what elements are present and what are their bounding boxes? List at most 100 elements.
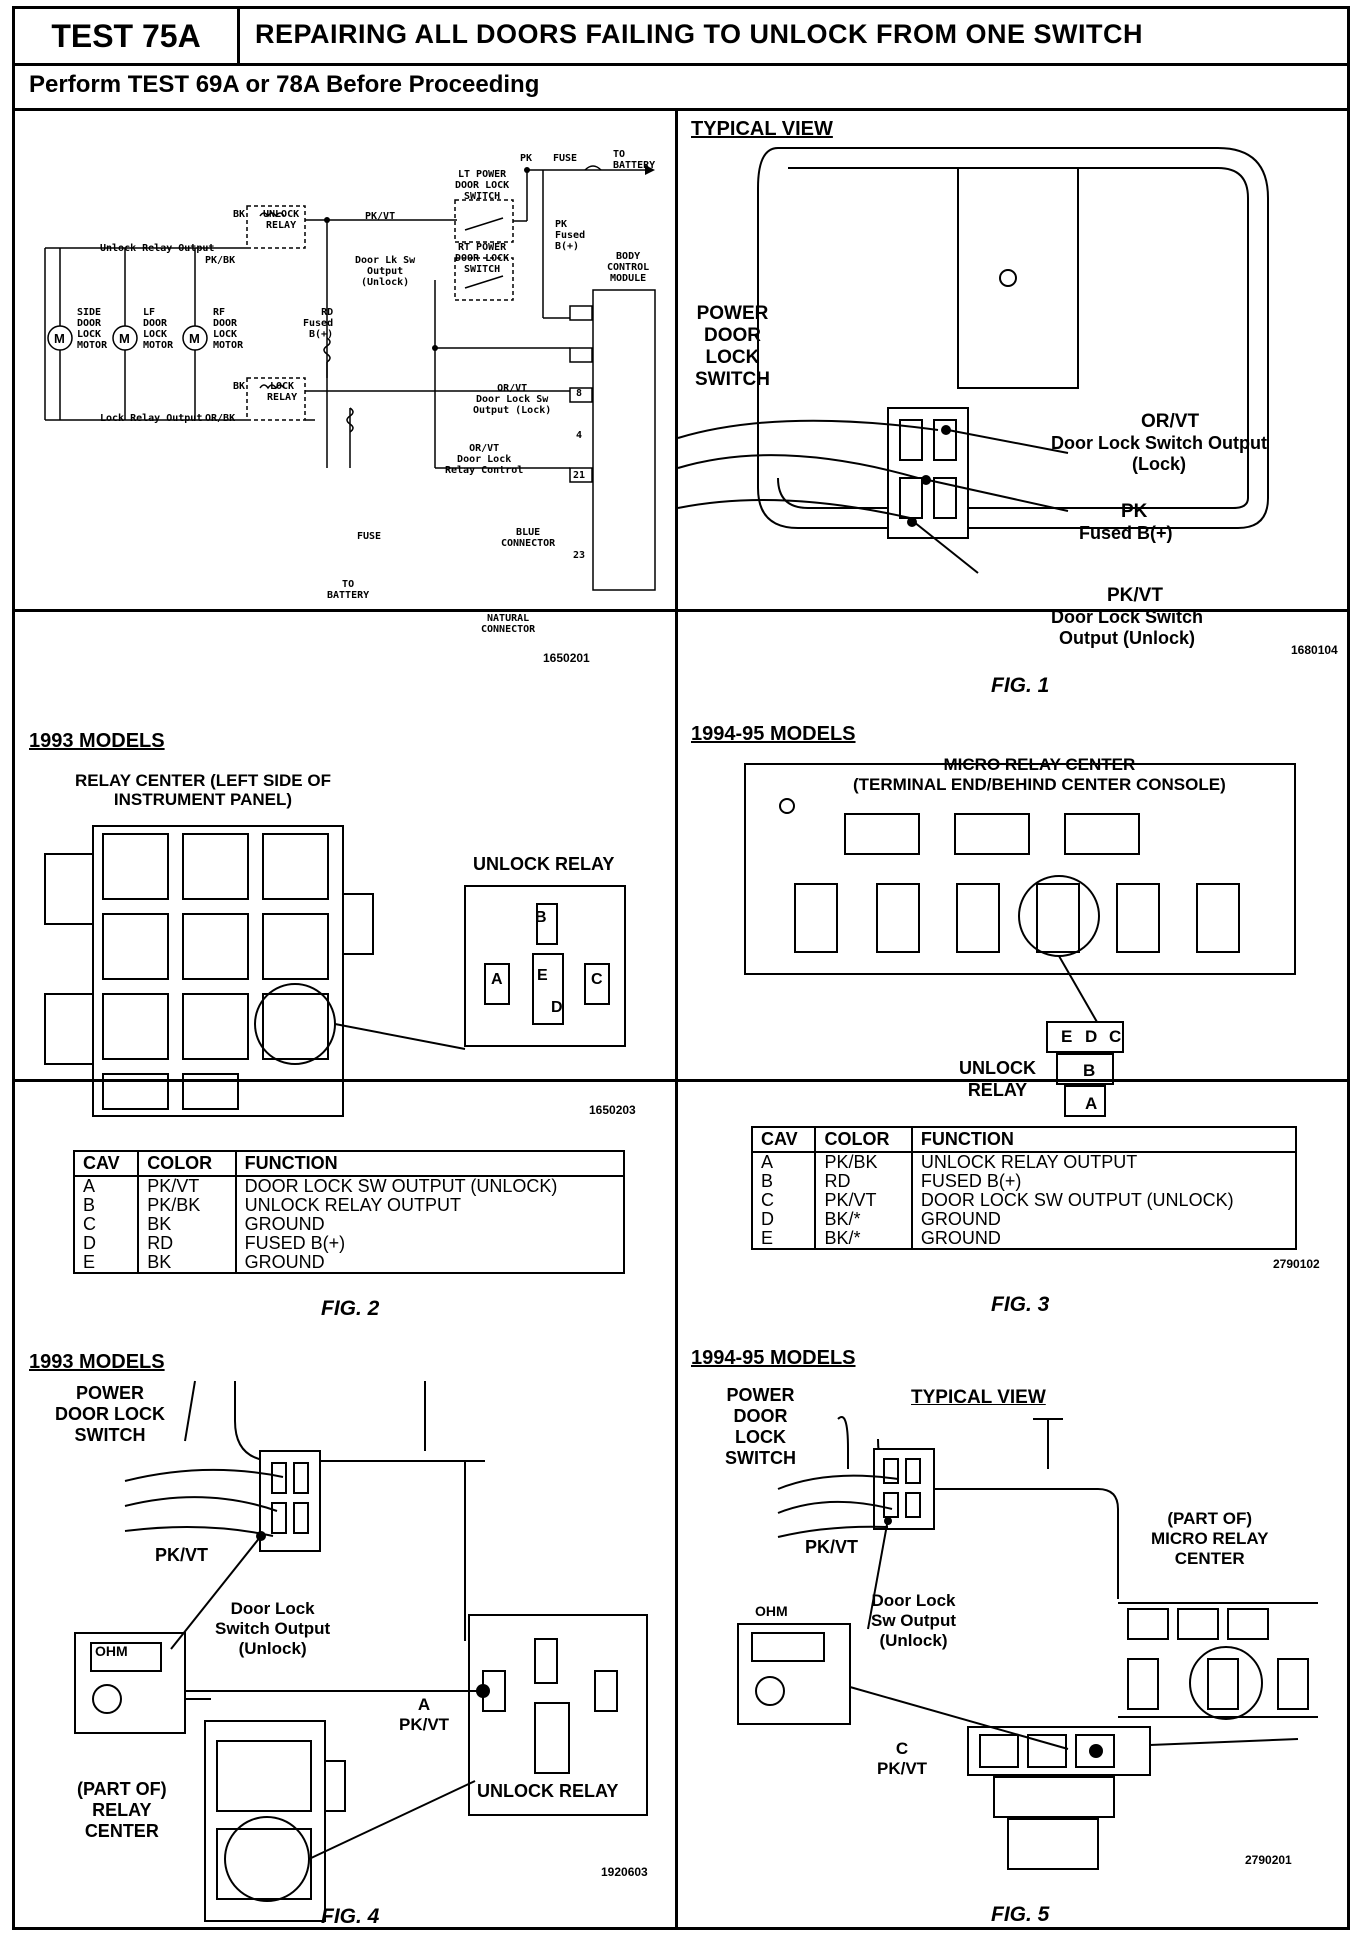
fig3-th-function: FUNCTION <box>910 1126 1298 1153</box>
fig5-drawing <box>737 1416 1318 1870</box>
door-lk-sw-output-label: Door Lk Sw Output (Unlock) <box>355 255 416 288</box>
fig2-relay-center-label: RELAY CENTER (LEFT SIDE OF INSTRUMENT PA… <box>75 771 331 809</box>
function-cell: FUSED B(+) <box>910 1172 1298 1191</box>
rd-fused-label: RD Fused B(+) <box>303 307 334 340</box>
fig1-callout-pk-desc: Fused B(+) <box>1079 523 1173 543</box>
fig1-callout-orvt-wire: OR/VT <box>1141 411 1200 432</box>
fig2-heading: 1993 MODELS <box>29 730 165 752</box>
fig3-part-no: 2790102 <box>1273 1257 1320 1271</box>
svg-text:M: M <box>189 331 200 346</box>
color-cell: PK/BK <box>137 1196 237 1215</box>
fig5-pin-c-label: C PK/VT <box>877 1739 928 1778</box>
pin-21: 21 <box>573 470 586 481</box>
fig5-caption: FIG. 5 <box>991 1903 1050 1926</box>
pk-bk-wire: PK/BK <box>205 255 236 266</box>
cav-cell: E <box>72 1253 140 1274</box>
fig2-th-function: FUNCTION <box>234 1150 626 1177</box>
fig3-unlock-relay-label: UNLOCK RELAY <box>959 1058 1036 1100</box>
fig1-callout-pk-wire: PK <box>1121 501 1148 522</box>
function-cell: GROUND <box>910 1229 1298 1250</box>
fig2-pin-a: A <box>491 971 503 988</box>
color-cell: BK/* <box>814 1229 913 1250</box>
fig1-drawing <box>677 147 1269 574</box>
fig1-callout-pkvt-wire: PK/VT <box>1107 585 1163 606</box>
fig5-door-lock-output: Door Lock Sw Output (Unlock) <box>871 1591 956 1650</box>
cav-cell: C <box>750 1191 817 1210</box>
cav-cell: D <box>72 1234 140 1253</box>
rt-switch-label: RT POWER DOOR LOCK SWITCH <box>455 242 510 275</box>
fuse-top: FUSE <box>553 153 578 164</box>
svg-text:M: M <box>54 331 65 346</box>
or-vt-relay-label: OR/VT Door Lock Relay Control <box>445 443 524 476</box>
fig3-pin-d: D <box>1085 1027 1098 1046</box>
lt-switch-label: LT POWER DOOR LOCK SWITCH <box>455 169 510 202</box>
function-cell: DOOR LOCK SW OUTPUT (UNLOCK) <box>910 1191 1298 1210</box>
subtitle-bar: Perform TEST 69A or 78A Before Proceedin… <box>15 63 1347 111</box>
cav-cell: B <box>72 1196 140 1215</box>
unlock-relay-label: UNLOCK RELAY <box>263 209 300 231</box>
subtitle: Perform TEST 69A or 78A Before Proceedin… <box>29 71 540 98</box>
function-cell: UNLOCK RELAY OUTPUT <box>234 1196 626 1215</box>
cav-cell: D <box>750 1210 817 1229</box>
fig4-wire-label: PK/VT <box>155 1545 209 1565</box>
color-cell: RD <box>814 1172 913 1191</box>
fig4-door-lock-output: Door Lock Switch Output (Unlock) <box>215 1599 331 1658</box>
color-cell: PK/BK <box>814 1152 913 1172</box>
fig3-th-cav: CAV <box>750 1126 817 1153</box>
cav-cell: A <box>750 1152 817 1172</box>
cav-cell: E <box>750 1229 817 1250</box>
fig2-unlock-relay-label: UNLOCK RELAY <box>473 854 615 874</box>
service-manual-page: TEST 75A REPAIRING ALL DOORS FAILING TO … <box>12 6 1350 1930</box>
fig1-callout-pkvt-desc: Door Lock Switch Output (Unlock) <box>1051 607 1204 648</box>
fig4-switch-label: POWER DOOR LOCK SWITCH <box>55 1383 165 1445</box>
fig1-caption: FIG. 1 <box>991 674 1050 697</box>
lock-relay-label: LOCK RELAY <box>267 381 298 403</box>
fig5-part-no: 2790201 <box>1245 1853 1292 1867</box>
column-divider <box>675 108 678 1930</box>
fig2-pin-d: D <box>551 999 563 1016</box>
fig2-relay-center-drawing <box>44 825 626 1117</box>
fig5-heading: 1994-95 MODELS <box>691 1347 856 1369</box>
natural-connector-label: NATURAL CONNECTOR <box>481 613 536 635</box>
fig4-drawing <box>74 1380 648 1922</box>
fig5-micro-relay-label: (PART OF) MICRO RELAY CENTER <box>1151 1509 1269 1568</box>
row-divider-2 <box>15 1079 1347 1082</box>
function-cell: UNLOCK RELAY OUTPUT <box>910 1152 1298 1172</box>
pk-fused-label: PK Fused B(+) <box>555 219 586 252</box>
lf-motor-label: LF DOOR LOCK MOTOR <box>143 307 174 351</box>
fig3-th-color: COLOR <box>814 1126 913 1153</box>
fig2-part-no: 1650203 <box>589 1103 636 1117</box>
color-cell: BK <box>137 1215 237 1234</box>
cav-cell: B <box>750 1172 817 1191</box>
test-id: TEST 75A <box>15 9 240 63</box>
fig2-caption: FIG. 2 <box>321 1297 380 1320</box>
row-divider-1 <box>15 609 1347 612</box>
fig2-th-color: COLOR <box>137 1150 237 1177</box>
page-title: REPAIRING ALL DOORS FAILING TO UNLOCK FR… <box>255 19 1143 49</box>
fig4-pin-a-label: A PK/VT <box>399 1695 450 1734</box>
pk-wire: PK <box>520 153 533 164</box>
pk-vt-wire: PK/VT <box>365 211 396 222</box>
rf-motor-label: RF DOOR LOCK MOTOR <box>213 307 244 351</box>
pin-8: 8 <box>576 388 583 399</box>
function-cell: FUSED B(+) <box>234 1234 626 1253</box>
fig1-part-no: 1680104 <box>1291 643 1338 657</box>
fig1-callout-orvt-desc: Door Lock Switch Output (Lock) <box>1051 433 1267 474</box>
function-cell: DOOR LOCK SW OUTPUT (UNLOCK) <box>234 1176 626 1196</box>
side-motor-label: SIDE DOOR LOCK MOTOR <box>77 307 108 351</box>
fig3-caption: FIG. 3 <box>991 1293 1050 1316</box>
fig3-pin-a: A <box>1085 1094 1098 1113</box>
cav-cell: C <box>72 1215 140 1234</box>
header: TEST 75A REPAIRING ALL DOORS FAILING TO … <box>15 9 1347 66</box>
fig2-th-cav: CAV <box>72 1150 140 1177</box>
